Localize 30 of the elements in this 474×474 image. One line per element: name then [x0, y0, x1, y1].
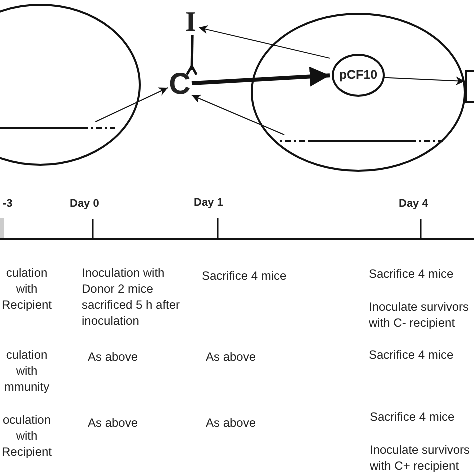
table-cell-text: Inoculate survivors with C- recipient — [369, 299, 470, 331]
arrow — [192, 66, 330, 87]
table-cell-text: As above — [88, 415, 140, 431]
day-label: Day 4 — [399, 198, 430, 211]
table-cell-text: As above — [206, 349, 258, 365]
arrow — [198, 25, 330, 59]
chromosome-line — [280, 137, 443, 145]
arrow — [95, 88, 168, 122]
arrow — [382, 76, 466, 86]
table-cell-text: oculation with Recipient — [0, 412, 54, 460]
table-cell-text: Sacrifice 4 mice — [202, 268, 288, 284]
day-label: Day 1 — [194, 197, 224, 210]
inhibition-line — [186, 34, 198, 76]
table-cell-text: Inoculation with Donor 2 mice sacrificed 5 h after inoculation — [82, 265, 182, 329]
table-cell-text: Inoculate survivors with C+ recipient — [370, 442, 472, 474]
table-cell-text: Sacrifice 4 mice — [370, 409, 456, 425]
plasmid-ellipse: pCF10 — [332, 54, 385, 97]
table-cell-text: culation with mmunity — [3, 347, 51, 395]
symbol-label: C — [168, 70, 192, 100]
table-cell-text: Sacrifice 4 mice — [369, 347, 455, 363]
day-label: -3 — [3, 198, 14, 211]
table-cell-text: As above — [206, 415, 258, 431]
table-cell-text: culation with Recipient — [0, 265, 54, 313]
table-cell-text: As above — [88, 349, 140, 365]
symbol-label: I — [183, 11, 199, 35]
arrow — [192, 94, 286, 136]
cell-ellipse — [251, 13, 466, 172]
cell-ellipse — [0, 4, 141, 166]
day-label: Day 0 — [70, 198, 100, 211]
table-cell-text: Sacrifice 4 mice — [369, 266, 455, 282]
